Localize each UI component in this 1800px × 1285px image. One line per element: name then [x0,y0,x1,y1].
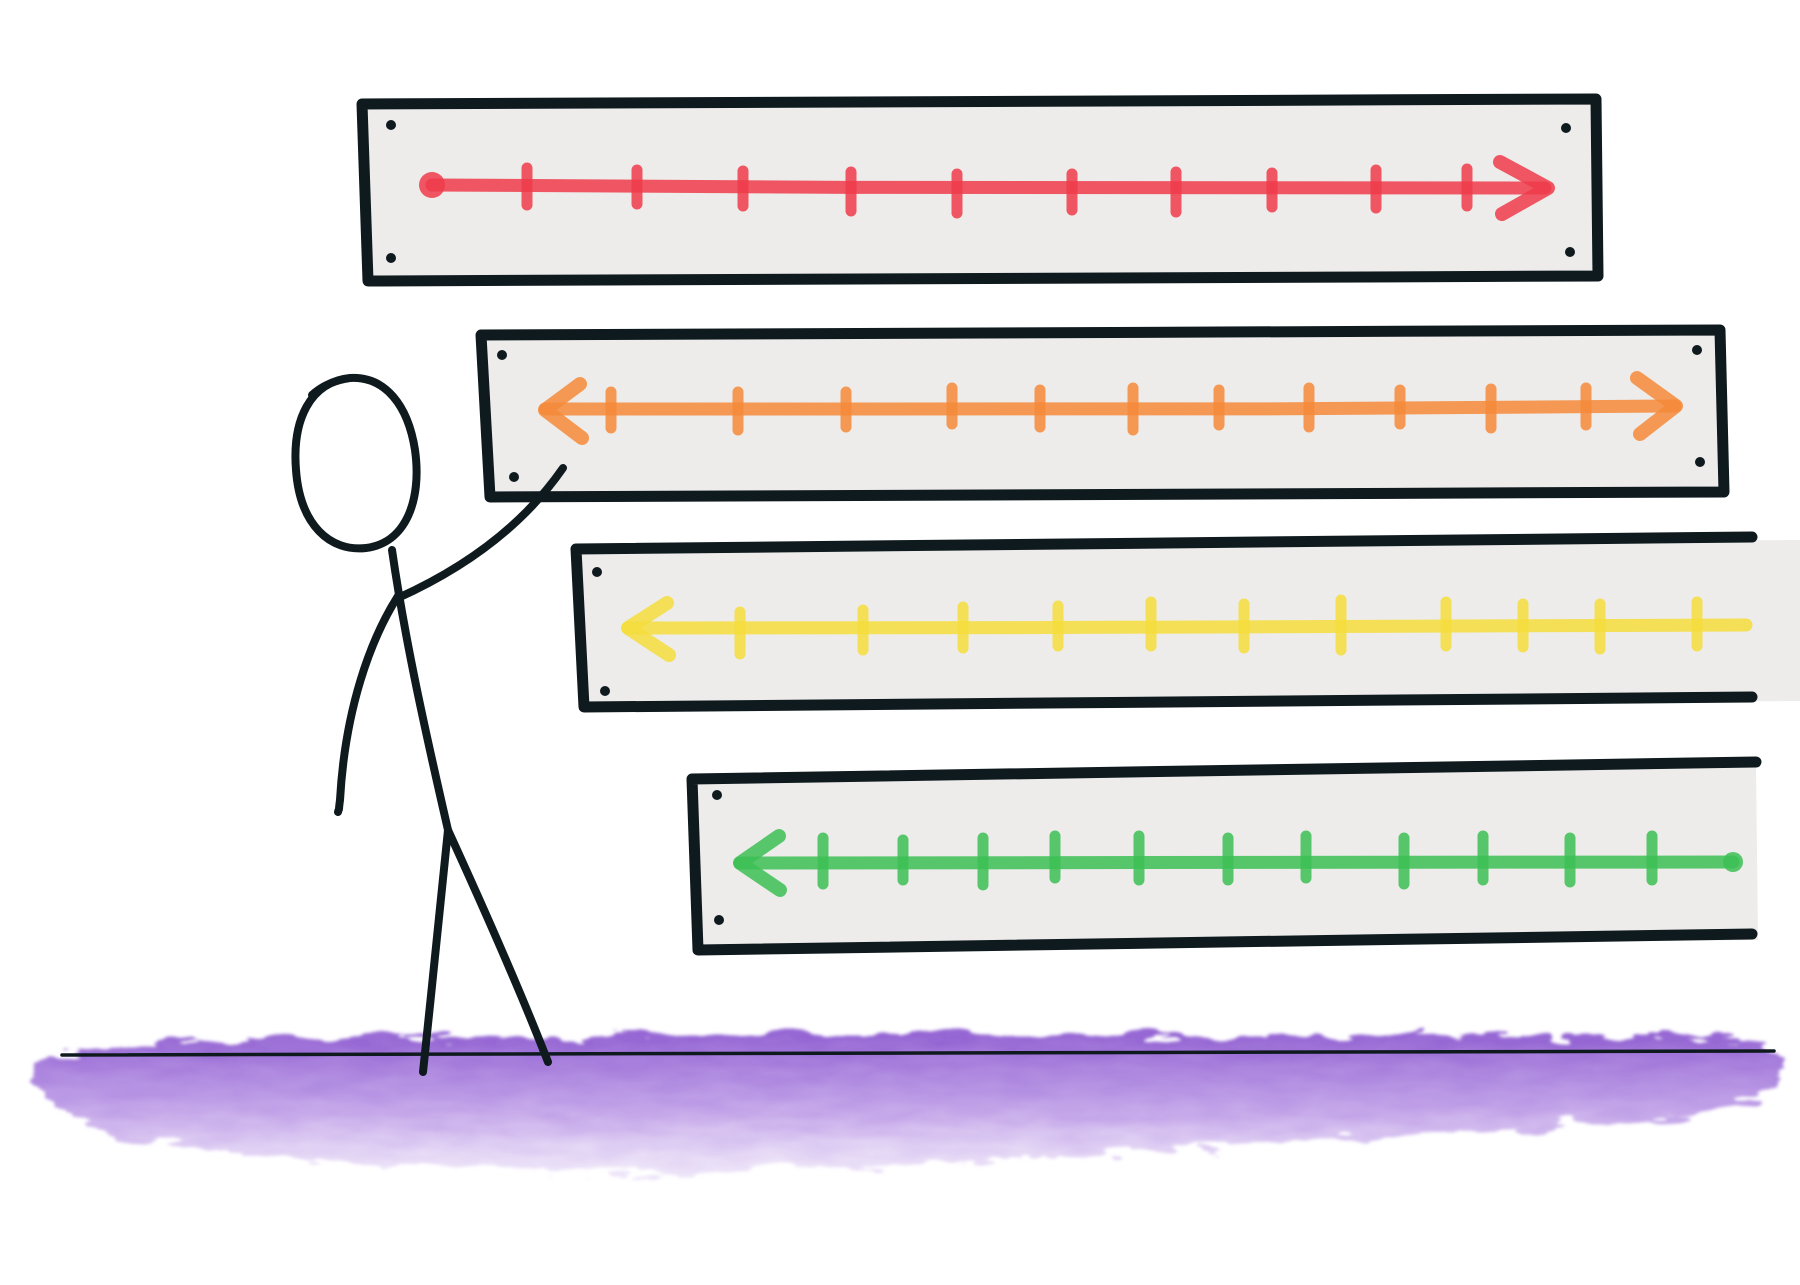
timeline-line [733,855,1740,870]
timeline-line [538,399,1682,417]
figure-leg-left [419,826,452,1076]
ground-wash [34,1033,1786,1174]
corner-nail [386,120,396,130]
tick-marks [521,162,1473,219]
corner-nail [592,567,602,577]
red-timeline-arrow [419,155,1555,221]
arrow-head [733,829,787,897]
tick-marks [605,382,1592,436]
corner-nail [714,915,724,925]
arrow-head [1493,155,1555,221]
figure-body [388,546,452,834]
corner-nail [497,350,507,360]
timeline-line [425,178,1552,196]
ground-line [60,1049,1776,1057]
corner-nail [1695,457,1705,467]
figure-head [291,373,421,553]
orange-timeline-panel [475,324,1730,503]
corner-nail [509,472,519,482]
corner-nail [386,253,396,263]
arrow-head [621,596,676,662]
corner-nail [1561,123,1571,133]
stick-figure [291,373,567,1076]
timeline-line [621,618,1753,635]
corner-nail [600,686,610,696]
yellow-timeline-panel [570,531,1800,713]
tick-marks [817,830,1658,891]
tick-marks [734,594,1703,660]
red-timeline-panel [356,93,1604,287]
figure-leg-right [444,826,552,1066]
corner-nail [1565,247,1575,257]
green-timeline-panel [686,756,1762,956]
green-timeline-arrow [733,829,1743,897]
arrow-head [1630,371,1683,441]
corner-nail [1692,345,1702,355]
end-dot [1723,852,1743,872]
orange-timeline-arrow [538,371,1683,445]
figure-arm-right [394,464,567,602]
yellow-timeline-arrow [621,594,1753,662]
corner-nail [712,790,722,800]
figure-arm-left [334,592,402,816]
arrow-head [538,377,589,445]
